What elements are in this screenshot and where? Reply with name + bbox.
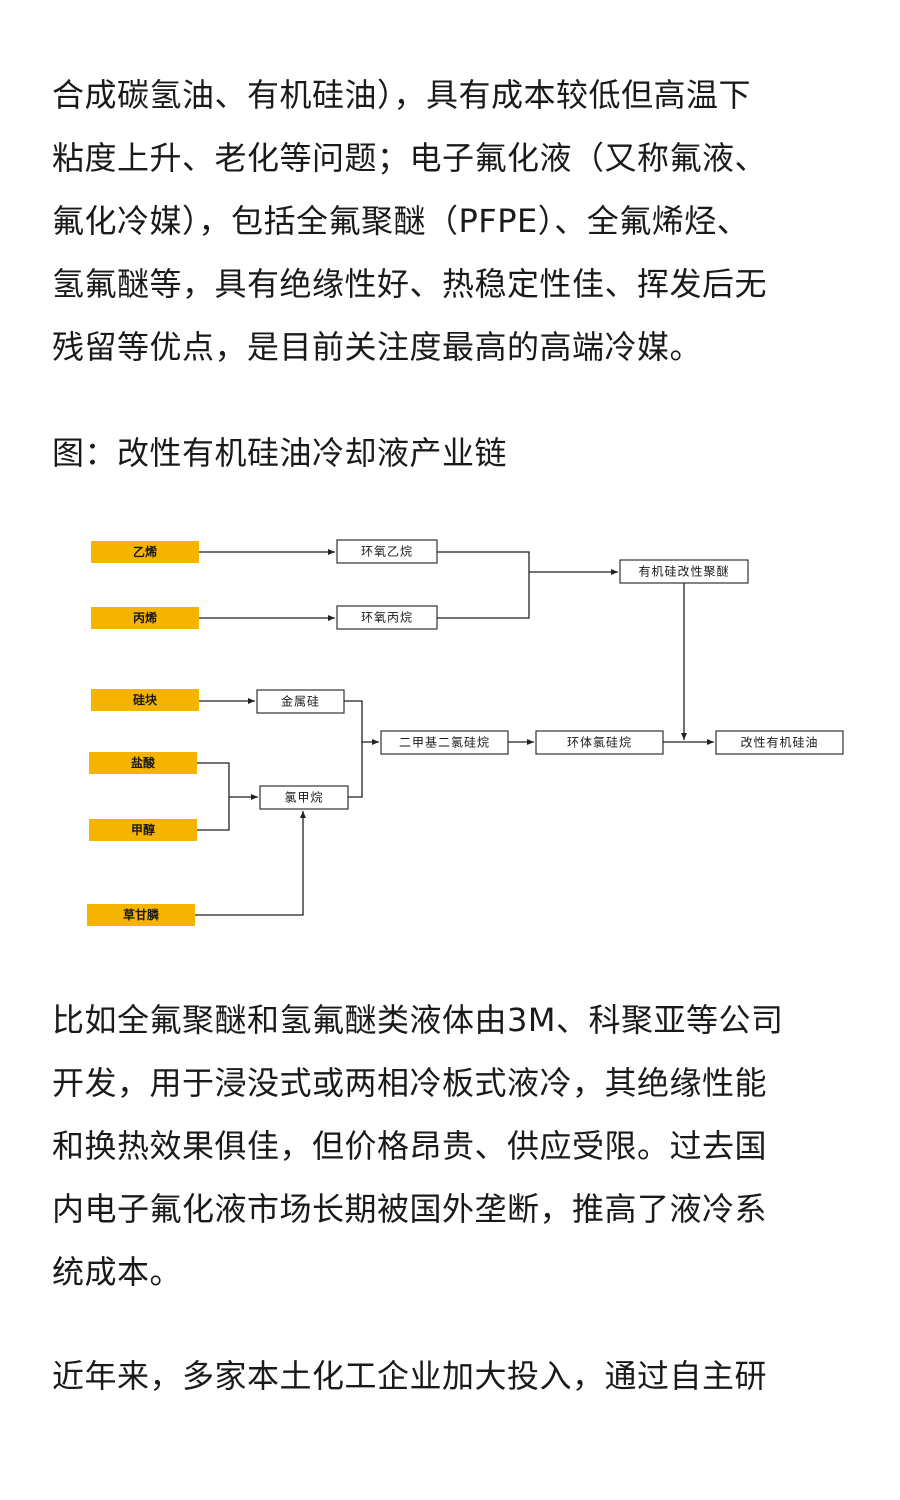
figure-caption: 图：改性有机硅油冷却液产业链 [52,434,508,472]
raw-material-label: 乙烯 [133,544,157,559]
node-polyether: 有机硅改性聚醚 [619,559,749,584]
article-paragraph: 合成碳氢油、有机硅油），具有成本较低但高温下 粘度上升、老化等问题；电子氟化液（… [52,76,768,366]
connector-oxides-merge [437,551,530,619]
node-label: 有机硅改性聚醚 [638,565,729,579]
raw-material-methanol: 甲醇 [89,819,197,841]
raw-material-ethylene: 乙烯 [91,541,199,563]
industry-chain-diagram: 乙烯 丙烯 硅块 盐酸 甲醇 草甘膦 环氧乙烷 环氧丙烷 有机硅改性聚醚 金属硅… [87,539,844,926]
node-label: 氯甲烷 [284,791,323,805]
node-label: 改性有机硅油 [740,736,818,750]
connector-metal-methyl-merge [344,700,363,798]
node-ethylene-oxide: 环氧乙烷 [336,539,438,564]
raw-material-label: 丙烯 [133,610,157,625]
node-label: 环氧乙烷 [361,545,413,559]
node-label: 金属硅 [281,694,320,709]
raw-material-hydrochloric-acid: 盐酸 [89,752,197,774]
node-label: 二甲基二氯硅烷 [399,736,490,750]
node-methyl-chloride: 氯甲烷 [259,785,349,810]
node-label: 环氧丙烷 [361,611,413,625]
raw-material-glyphosate: 草甘膦 [87,904,195,926]
raw-material-label: 甲醇 [131,822,155,837]
node-propylene-oxide: 环氧丙烷 [336,605,438,630]
connector-glyphosate-to-methyl-chloride [195,811,306,916]
node-dimethyldichlorosilane: 二甲基二氯硅烷 [380,730,509,755]
connector-acid-methanol-merge [197,762,230,831]
node-final-product: 改性有机硅油 [715,730,844,755]
raw-material-label: 草甘膦 [123,907,159,922]
node-label: 环体氯硅烷 [567,736,632,750]
raw-material-silicon-block: 硅块 [91,689,199,711]
node-cyclosiloxane: 环体氯硅烷 [535,730,664,755]
raw-material-label: 盐酸 [131,755,156,770]
article-paragraph: 近年来，多家本土化工企业加大投入，通过自主研 [52,1357,768,1395]
raw-material-label: 硅块 [133,692,158,707]
raw-material-propylene: 丙烯 [91,607,199,629]
article-paragraph: 比如全氟聚醚和氢氟醚类液体由3M、科聚亚等公司 开发，用于浸没式或两相冷板式液冷… [52,1001,784,1291]
node-metal-silicon: 金属硅 [256,689,345,714]
